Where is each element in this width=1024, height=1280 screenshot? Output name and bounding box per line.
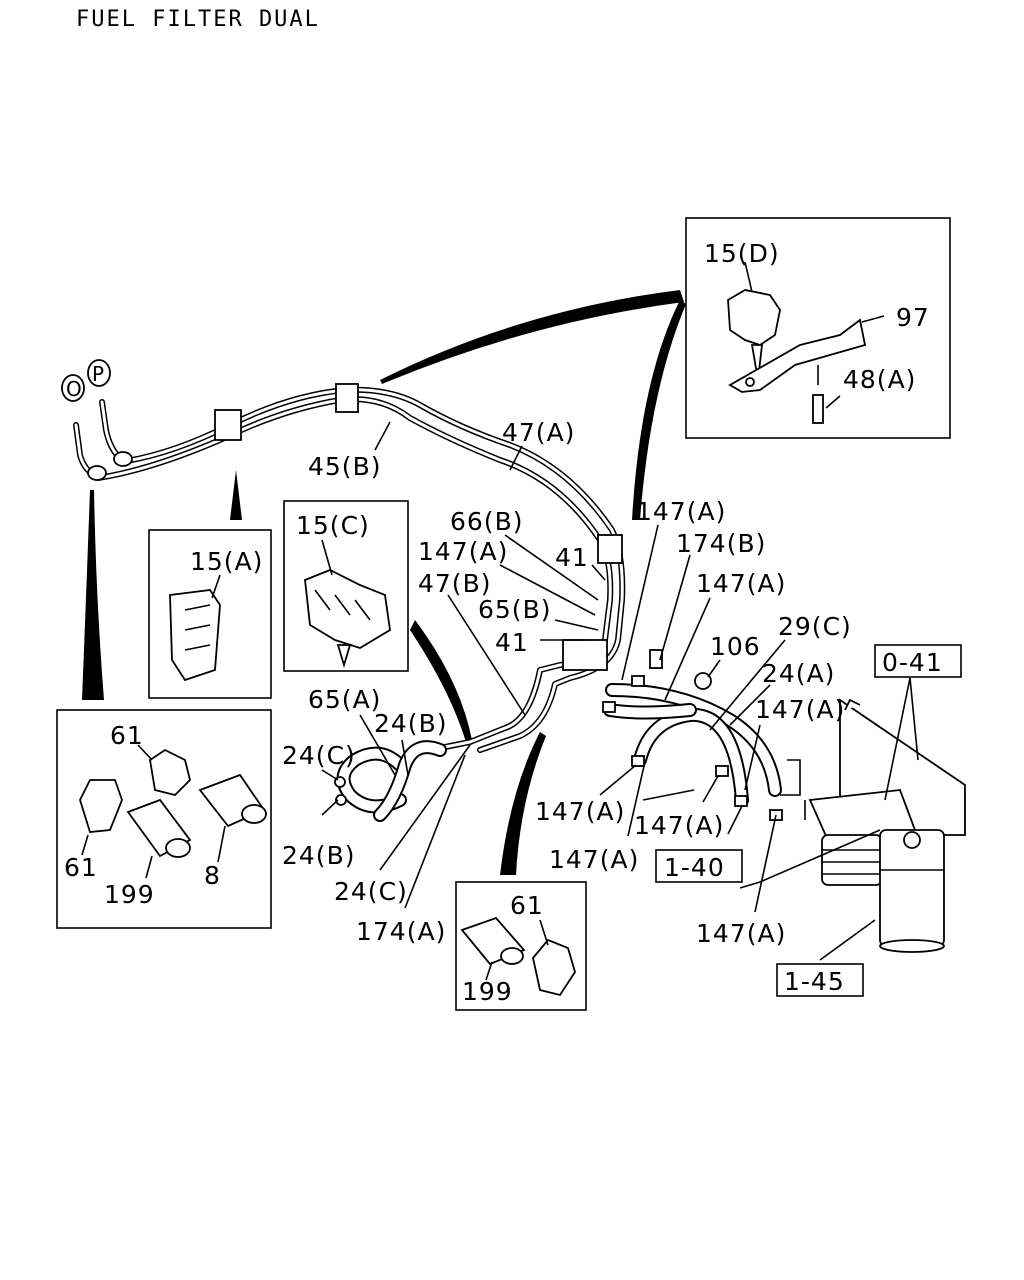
pipe-fitting-p — [113, 451, 133, 467]
detail-box-clamps-left: 61 61 199 8 — [56, 709, 272, 929]
svg-text:1-45: 1-45 — [784, 967, 845, 996]
callout-147a-2: 147(A) — [418, 537, 508, 566]
nut-106 — [694, 672, 712, 690]
callout-147a-5: 147(A) — [535, 797, 625, 826]
callout-174a: 174(A) — [356, 917, 446, 946]
detail-box-15d: 15(D) 97 48(A) — [685, 217, 951, 439]
svg-text:8: 8 — [204, 861, 221, 890]
callout-147a-7: 147(A) — [549, 845, 639, 874]
fuel-filter-assembly — [808, 698, 966, 953]
pipe-fitting-o — [87, 465, 107, 481]
pipe-stub-p — [99, 399, 125, 463]
svg-text:15(C): 15(C) — [296, 511, 370, 540]
callout-147a-1: 147(A) — [636, 497, 726, 526]
svg-text:1-40: 1-40 — [664, 853, 725, 882]
callout-147a-4: 147(A) — [755, 695, 845, 724]
callout-106: 106 — [710, 632, 761, 661]
hose-loop-65a — [336, 740, 447, 822]
callout-labels: 47(A) 45(B) 66(B) 147(A) 147(A) 41 174(B… — [282, 418, 852, 948]
fuel-block — [562, 639, 608, 671]
page-title: FUEL FILTER DUAL — [76, 7, 320, 32]
callout-41-b: 41 — [495, 628, 529, 657]
callout-65b: 65(B) — [478, 595, 551, 624]
detail-box-15a: 15(A) — [148, 529, 272, 699]
svg-text:199: 199 — [462, 977, 513, 1006]
connector-o: O — [61, 374, 85, 402]
svg-text:0-41: 0-41 — [882, 648, 943, 677]
pipe-clip-15a — [214, 409, 242, 441]
hose-174a — [603, 703, 697, 720]
svg-text:199: 199 — [104, 880, 155, 909]
callout-24b-1: 24(B) — [374, 709, 447, 738]
reference-box-1-45: 1-45 — [776, 963, 864, 997]
detail-box-15c: 15(C) — [283, 500, 409, 672]
callout-174b: 174(B) — [676, 529, 766, 558]
callout-47b: 47(B) — [418, 569, 491, 598]
callout-66b: 66(B) — [450, 507, 523, 536]
pipe-clip-15d — [335, 383, 359, 413]
svg-text:61: 61 — [510, 891, 544, 920]
hose-to-filter-lower — [633, 707, 749, 807]
callout-leaders — [321, 421, 919, 961]
pipe-clip-15c — [597, 534, 623, 564]
svg-text:O: O — [66, 377, 82, 401]
svg-text:61: 61 — [64, 853, 98, 882]
svg-text:15(A): 15(A) — [190, 547, 263, 576]
svg-text:61: 61 — [110, 721, 144, 750]
alignment-lines — [739, 759, 881, 889]
callout-24c-1: 24(C) — [282, 741, 356, 770]
callout-147a-8: 147(A) — [696, 919, 786, 948]
bolt-174b — [649, 649, 663, 669]
callout-29c: 29(C) — [778, 612, 852, 641]
detail-leader-wedges — [82, 290, 686, 875]
svg-text:48(A): 48(A) — [843, 365, 916, 394]
reference-box-1-40: 1-40 — [655, 849, 743, 883]
svg-text:15(D): 15(D) — [704, 239, 780, 268]
connector-p: P — [87, 359, 111, 387]
callout-24a: 24(A) — [762, 659, 835, 688]
callout-147a-6: 147(A) — [634, 811, 724, 840]
hose-to-filter-upper — [605, 683, 782, 797]
callout-24c-2: 24(C) — [334, 877, 408, 906]
callout-147a-3: 147(A) — [696, 569, 786, 598]
svg-text:P: P — [92, 362, 104, 386]
svg-text:97: 97 — [896, 303, 930, 332]
hose-clamp-24b — [335, 794, 347, 806]
hose-clamps-147a — [602, 675, 783, 821]
callout-45b: 45(B) — [308, 452, 381, 481]
callout-24b-2: 24(B) — [282, 841, 355, 870]
reference-box-0-41: 0-41 — [874, 644, 962, 678]
callout-47a: 47(A) — [502, 418, 575, 447]
callout-41-a: 41 — [555, 543, 589, 572]
callout-65a: 65(A) — [308, 685, 381, 714]
detail-box-clamps-bottom: 61 199 — [455, 881, 587, 1011]
